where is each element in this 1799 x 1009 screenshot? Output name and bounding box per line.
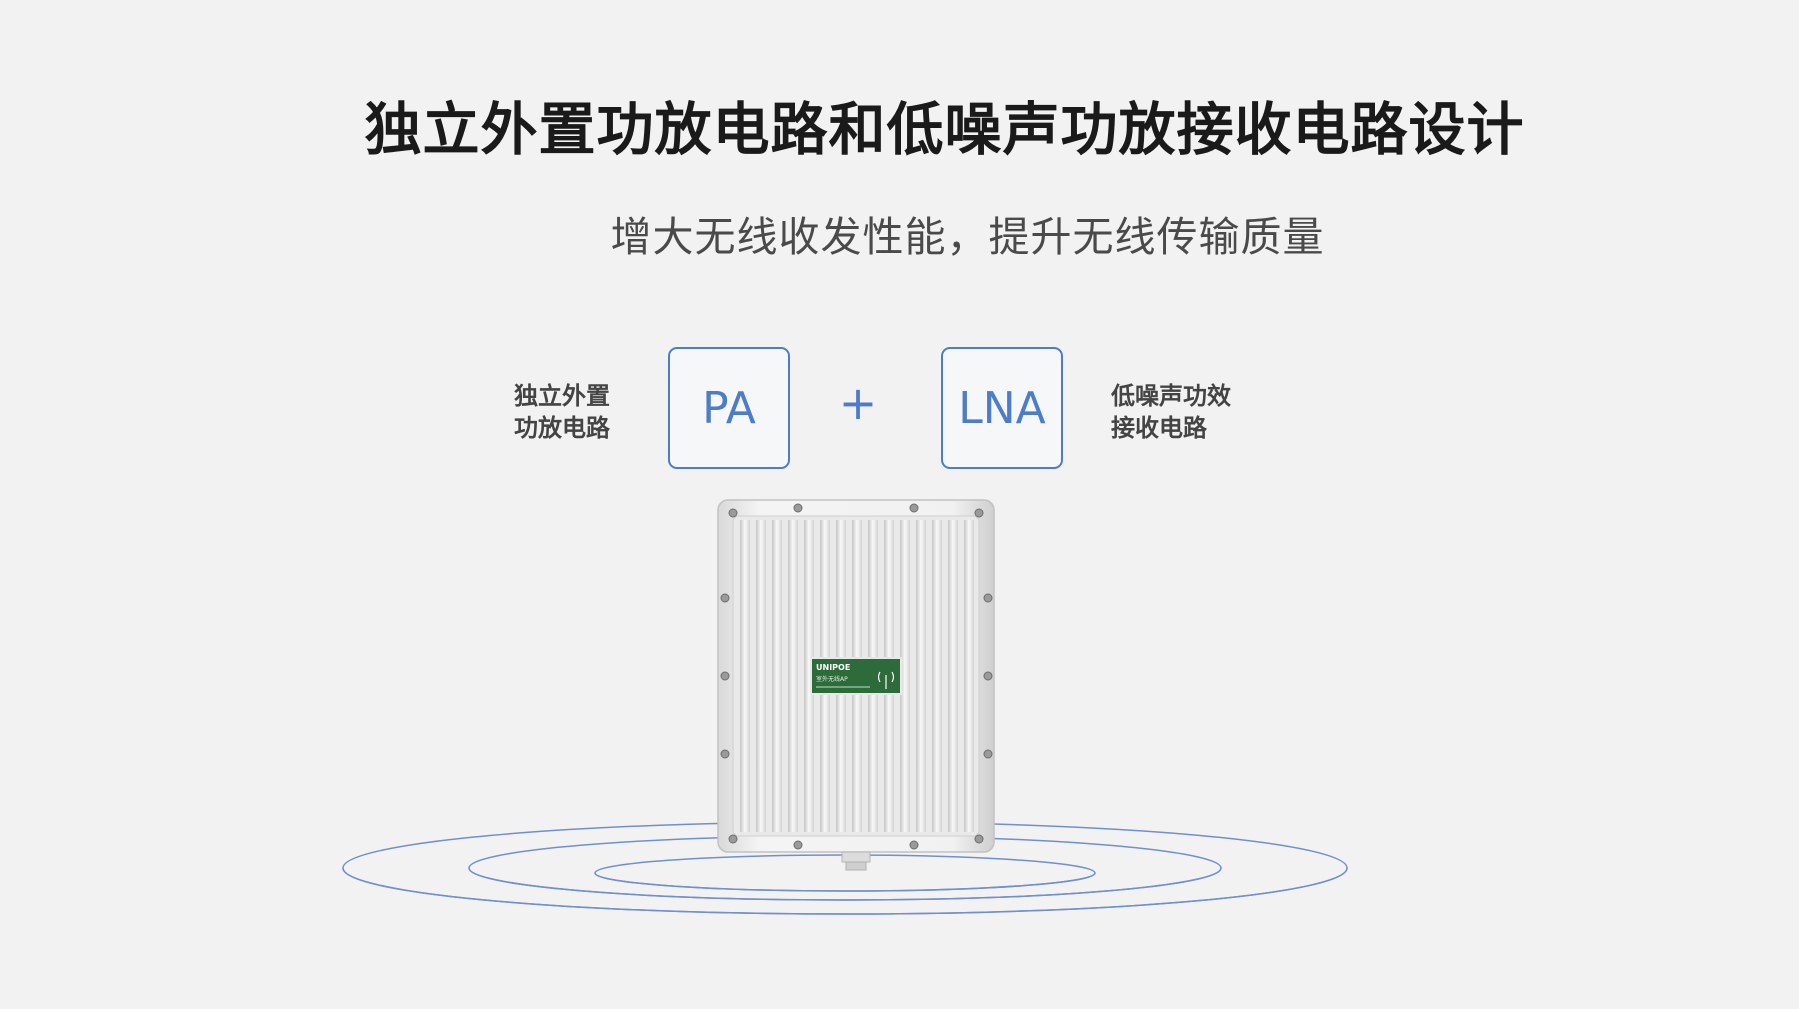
page-title: 独立外置功放电路和低噪声功放接收电路设计 — [364, 97, 1525, 163]
pa-description-line1: 独立外置 — [514, 382, 610, 410]
lna-description-line1: 低噪声功效 — [1111, 382, 1231, 410]
pa-description: 独立外置 功放电路 — [514, 380, 610, 444]
pa-description-line2: 功放电路 — [514, 414, 610, 442]
device-model: 室外无线AP — [816, 675, 848, 683]
lna-description-line2: 接收电路 — [1111, 414, 1207, 442]
lna-chip: LNA — [941, 347, 1063, 469]
lna-description: 低噪声功效 接收电路 — [1111, 380, 1231, 444]
signal-rings-front — [342, 867, 1348, 915]
page-subtitle: 增大无线收发性能，提升无线传输质量 — [610, 213, 1325, 261]
access-point-device: UNIPOE 室外无线AP — [717, 499, 995, 871]
device-label-sticker: UNIPOE 室外无线AP — [810, 657, 902, 695]
cable-gland — [841, 851, 871, 871]
pa-chip: PA — [668, 347, 790, 469]
device-brand: UNIPOE — [816, 663, 850, 672]
plus-sign: + — [838, 376, 878, 430]
antenna-icon — [877, 671, 895, 689]
screws — [720, 503, 993, 850]
